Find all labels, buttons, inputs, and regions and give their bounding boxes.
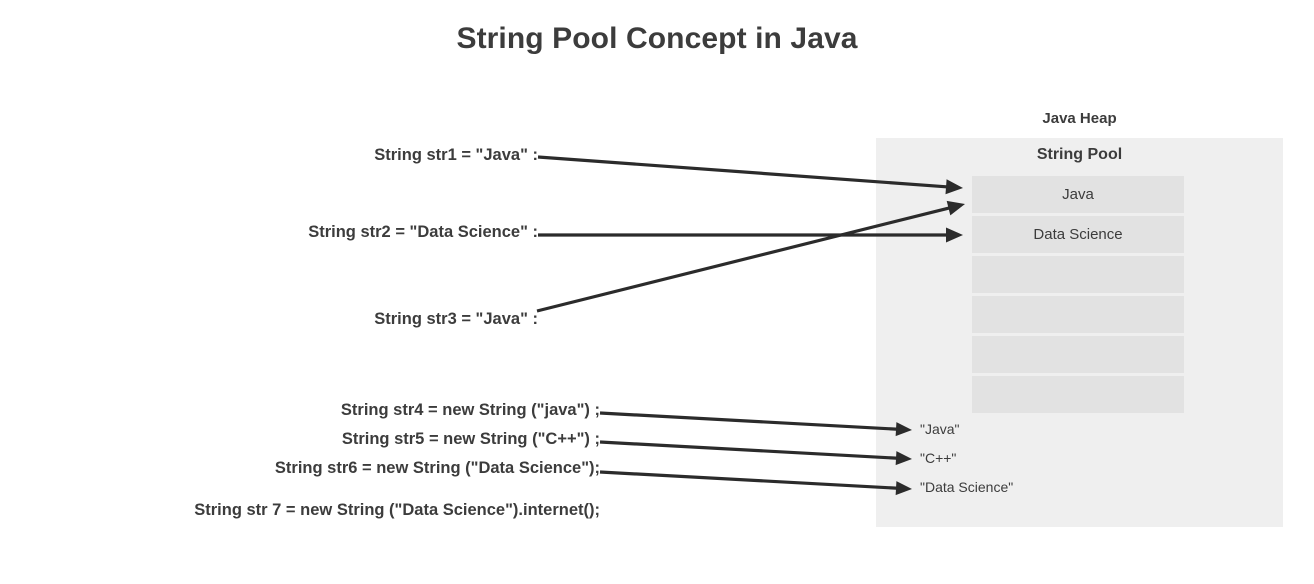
statement-label-new_objects-2: String str6 = new String ("Data Science"… [274,459,600,477]
statement-label-new_objects-1: String str5 = new String ("C++") ; [341,430,600,448]
statement-label-new_objects-3: String str 7 = new String ("Data Science… [194,501,600,519]
pool-cell-empty-3 [972,296,1184,333]
pool-cell-empty-4 [972,336,1184,373]
statement-label-new_objects-0: String str4 = new String ("java") ; [340,401,600,419]
java-heap-caption: Java Heap [1042,110,1117,127]
statement-label-interned-0: String str1 = "Java" : [374,146,538,164]
pool-cell-empty-5 [972,376,1184,413]
arrow-str4-to-java-object [599,411,912,437]
statement-label-interned-2: String str3 = "Java" : [374,310,538,328]
pool-cell-data-science: Data Science [972,216,1184,253]
pool-cell-java: Java [972,176,1184,213]
heap-object-label-0: "Java" [920,421,960,437]
arrow-str5-to-cpp-object [599,440,912,466]
string-pool-caption: String Pool [1036,146,1123,163]
statement-label-interned-1: String str2 = "Data Science" : [308,223,538,241]
arrow-str6-to-data-science-object [599,470,912,496]
heap-object-label-1: "C++" [920,450,957,466]
heap-object-label-2: "Data Science" [920,479,1014,495]
page-title: String Pool Concept in Java [456,22,858,55]
pool-cell-empty-2 [972,256,1184,293]
